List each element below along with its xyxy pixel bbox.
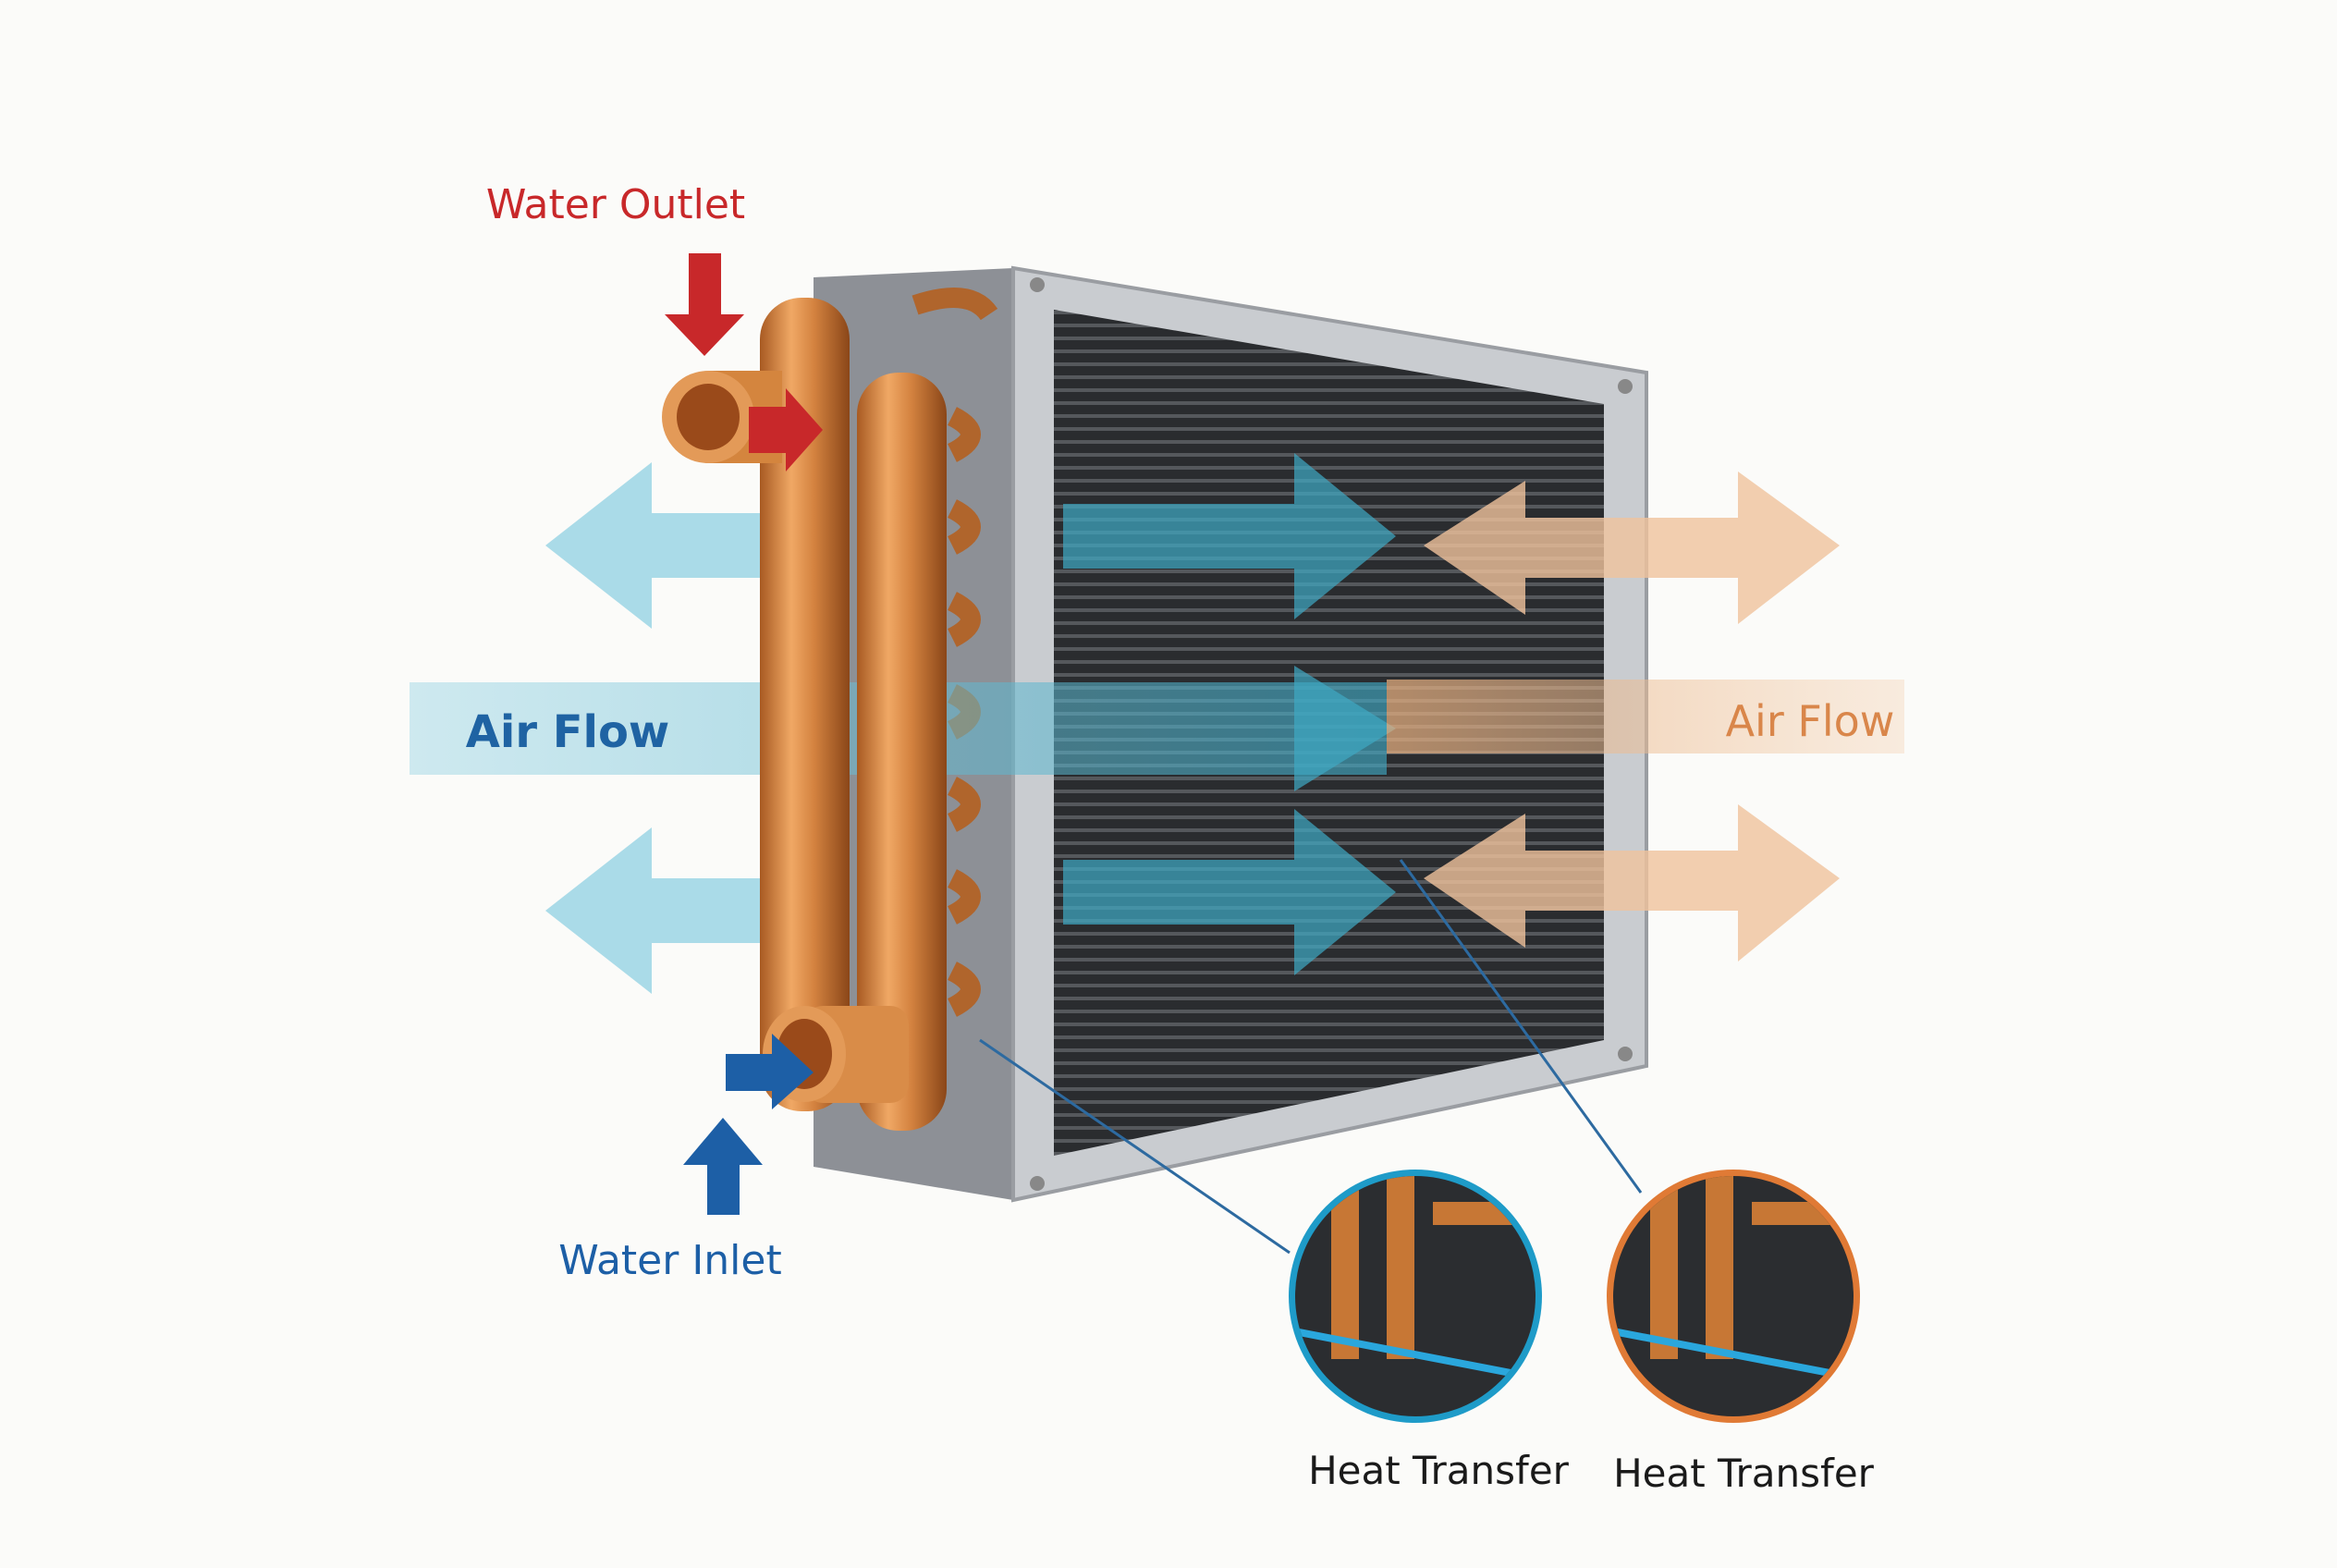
callout-leaders (979, 859, 1643, 1255)
cool-air-through-arrows (1063, 453, 1396, 975)
water-outlet-stub (662, 371, 782, 463)
water-outlet-label: Water Outlet (486, 181, 745, 228)
frame-screws (1030, 277, 1633, 1191)
heat-transfer-detail-2 (1607, 1170, 1860, 1423)
water-outlet-arrows (665, 253, 823, 472)
heat-transfer-label-2: Heat Transfer (1613, 1451, 1875, 1496)
heat-transfer-label-1: Heat Transfer (1308, 1448, 1570, 1493)
cool-air-arrows (545, 462, 767, 994)
water-inlet-arrows (683, 1034, 814, 1215)
air-flow-band-out (1387, 680, 1904, 753)
warm-air-arrows (1424, 472, 1840, 962)
water-inlet-label: Water Inlet (558, 1237, 781, 1284)
heat-transfer-detail-1 (1289, 1170, 1542, 1423)
air-flow-in-label: Air Flow (466, 706, 670, 758)
inlet-header-pipe (857, 373, 947, 1131)
outlet-header-pipe (760, 298, 850, 1111)
air-flow-out-label: Air Flow (1726, 696, 1895, 746)
